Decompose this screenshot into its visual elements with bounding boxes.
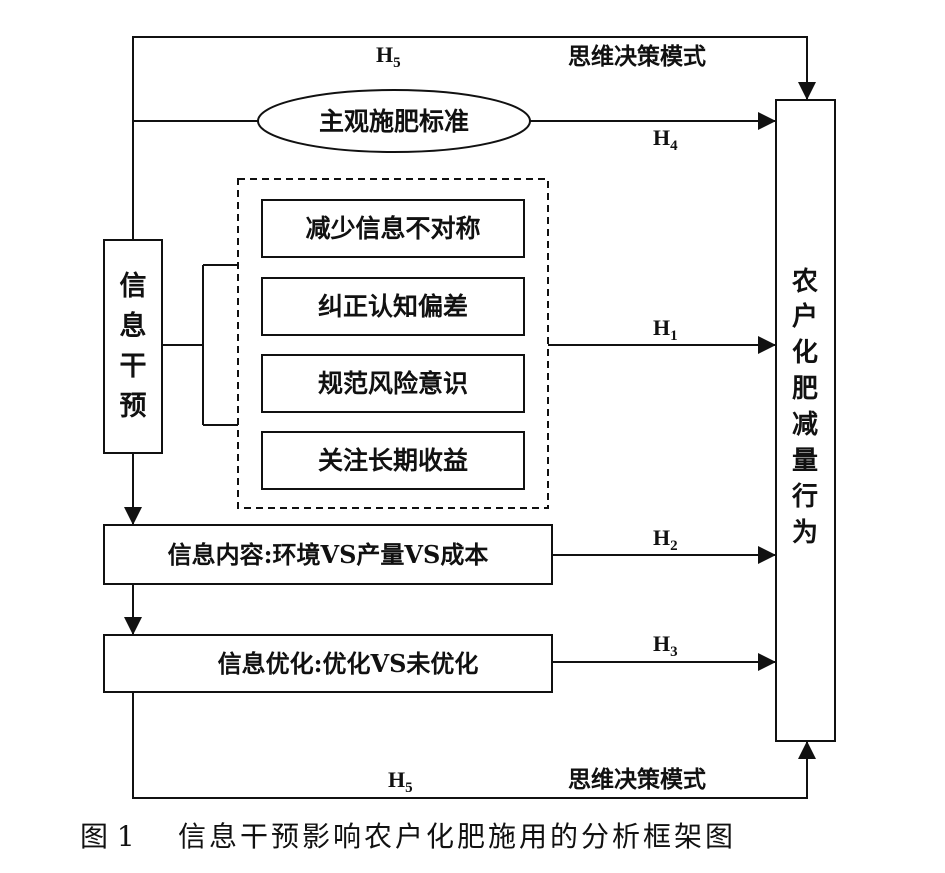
- information-content-label: 信息内容:环境VS产量VS成本: [168, 540, 489, 569]
- mechanism-box: [261, 199, 525, 258]
- right-box-char: 户: [792, 301, 818, 332]
- mechanism-label: 纠正认知偏差: [318, 292, 468, 321]
- fertilizer-reduction-behavior-label: 农 户 化 肥 减 量 行 为: [791, 267, 818, 548]
- figure-number: 图 1: [80, 820, 135, 853]
- right-box-char: 化: [792, 338, 818, 368]
- fertilizer-reduction-behavior-box: [775, 99, 836, 742]
- hypothesis-label-h5-top: H5: [376, 42, 401, 71]
- right-box-char: 为: [792, 518, 818, 548]
- left-box-char: 预: [120, 391, 147, 422]
- right-box-char: 行: [791, 481, 818, 512]
- hypothesis-label-h2: H2: [653, 525, 678, 554]
- mechanism-box: [261, 431, 525, 490]
- left-box-char: 信: [120, 271, 147, 302]
- right-box-char: 肥: [792, 374, 818, 404]
- right-box-char: 量: [792, 446, 818, 476]
- right-box-char: 减: [792, 410, 818, 440]
- hypothesis-label-h5-bottom: H5: [388, 767, 413, 796]
- left-box-char: 干: [120, 351, 147, 382]
- mechanism-label: 减少信息不对称: [305, 214, 480, 243]
- decision-mode-label-bottom: 思维决策模式: [568, 766, 706, 793]
- left-box-char: 息: [120, 310, 147, 342]
- mechanism-box: [261, 277, 525, 336]
- information-optimization-label: 信息优化:优化VS未优化: [218, 649, 479, 678]
- information-content-box: [103, 524, 553, 585]
- hypothesis-label-h1: H1: [653, 315, 678, 344]
- mechanism-label: 关注长期收益: [318, 446, 468, 475]
- information-intervention-box: [103, 239, 163, 454]
- subjective-standard-label: 主观施肥标准: [319, 107, 469, 136]
- right-box-char: 农: [791, 267, 818, 297]
- hypothesis-label-h4: H4: [653, 125, 678, 154]
- subjective-standard-ellipse: [257, 89, 531, 153]
- information-optimization-box: [103, 634, 553, 693]
- decision-mode-label-top: 思维决策模式: [568, 43, 706, 70]
- arrow-h5-top: [132, 36, 816, 240]
- information-intervention-label: 信 息 干 预: [120, 271, 147, 422]
- mechanism-box: [261, 354, 525, 413]
- connector-lines: [124, 36, 816, 799]
- arrow-h5-bottom: [132, 692, 816, 799]
- figure-caption: 信息干预影响农户化肥施用的分析框架图: [178, 820, 736, 853]
- mechanism-label: 规范风险意识: [318, 369, 468, 398]
- mechanism-group-dashed: [237, 178, 549, 509]
- hypothesis-label-h3: H3: [653, 631, 678, 660]
